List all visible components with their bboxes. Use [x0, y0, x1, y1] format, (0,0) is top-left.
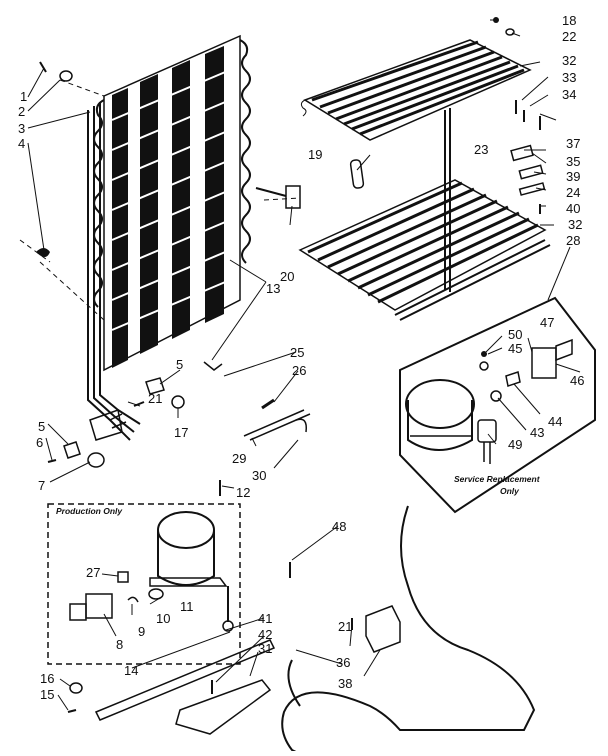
callout-42: 42	[258, 627, 273, 642]
callout-8: 8	[116, 637, 124, 652]
callout-40: 40	[566, 201, 581, 216]
condenser-coil	[87, 34, 251, 441]
callout-18: 18	[562, 13, 577, 28]
callout-49: 49	[508, 437, 523, 452]
callout-46: 46	[570, 373, 585, 388]
callout-4: 4	[18, 136, 26, 151]
callout-2: 2	[18, 104, 26, 119]
evaporator-lower	[298, 179, 547, 311]
evaporator-tubing	[394, 108, 551, 321]
callout-29: 29	[232, 451, 247, 466]
callout-32: 32	[562, 53, 577, 68]
callout-1: 1	[20, 89, 28, 104]
callout-45: 45	[508, 341, 523, 356]
parts	[36, 17, 546, 496]
callout-5b: 5	[38, 419, 46, 434]
callout-22: 22	[562, 29, 577, 44]
callout-33: 33	[562, 70, 577, 85]
callout-41: 41	[258, 611, 273, 626]
callout-12: 12	[236, 485, 251, 500]
callout-15: 15	[40, 687, 55, 702]
callout-35: 35	[566, 154, 581, 169]
service-replacement-box	[399, 296, 596, 514]
callout-34: 34	[562, 87, 577, 102]
service-replacement-label: Service Replacement	[454, 474, 540, 484]
service-replacement-only-label: Only	[500, 486, 519, 496]
callout-24: 24	[566, 185, 581, 200]
callout-50: 50	[508, 327, 523, 342]
callout-3: 3	[18, 121, 26, 136]
callout-6: 6	[36, 435, 44, 450]
callout-48: 48	[332, 519, 347, 534]
callout-5: 5	[176, 357, 184, 372]
callout-38: 38	[338, 676, 353, 691]
callout-36: 36	[336, 655, 351, 670]
callout-19: 19	[308, 147, 323, 162]
leader-dashes	[19, 79, 301, 321]
callout-39: 39	[566, 169, 581, 184]
callout-30: 30	[252, 468, 267, 483]
callout-44: 44	[548, 414, 563, 429]
callout-7: 7	[38, 478, 46, 493]
callout-10: 10	[156, 611, 171, 626]
callout-26: 26	[292, 363, 307, 378]
callout-11: 11	[180, 599, 194, 614]
callout-25: 25	[290, 345, 305, 360]
callout-9: 9	[138, 624, 146, 639]
callout-37: 37	[566, 136, 581, 151]
callout-47: 47	[540, 315, 555, 330]
production-only-label: Production Only	[56, 506, 123, 516]
callout-13: 13	[266, 281, 281, 296]
callout-14: 14	[124, 663, 139, 678]
callout-32b: 32	[568, 217, 583, 232]
production-only-box	[47, 503, 241, 665]
callout-16: 16	[40, 671, 55, 686]
callout-27: 27	[86, 565, 101, 580]
callout-23: 23	[474, 142, 489, 157]
callout-31: 31	[258, 641, 273, 656]
leader-lines	[27, 19, 581, 711]
callout-43: 43	[530, 425, 545, 440]
callout-17: 17	[174, 425, 189, 440]
callout-28: 28	[566, 233, 581, 248]
callout-21: 21	[148, 391, 163, 406]
callout-21b: 21	[338, 619, 353, 634]
evaporator-upper	[300, 39, 532, 141]
callout-20: 20	[280, 269, 295, 284]
